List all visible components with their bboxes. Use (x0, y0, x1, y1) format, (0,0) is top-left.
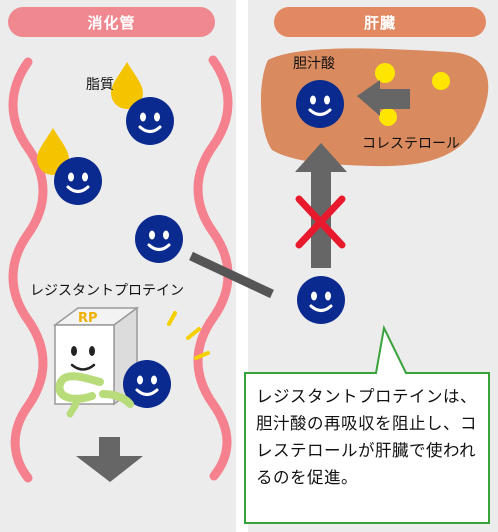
excretion-arrow-shaft (99, 437, 120, 456)
resistant-protein-box: RP (52, 306, 140, 406)
bile-acid-label: 胆汁酸 (293, 56, 335, 72)
lipid-label: 脂質 (86, 77, 114, 93)
intestine-title: 消化管 (8, 7, 215, 37)
resistant-protein-label: レジスタントプロテイン (30, 283, 184, 299)
bile-acid-molecule (295, 274, 347, 326)
excitement-rays (167, 311, 210, 360)
rp-box-arm (99, 390, 134, 408)
bile-acid-molecule (52, 155, 104, 207)
binding-connector (189, 251, 274, 299)
callout-bubble (244, 324, 490, 524)
conversion-arrow (357, 80, 410, 116)
return-arrow-head (295, 143, 347, 172)
block-cross-mark (295, 195, 346, 249)
bile-acid-molecule (294, 78, 346, 130)
cholesterol-dot (432, 72, 450, 90)
callout-text: レジスタントプロテインは、胆汁酸の再吸収を阻止し、コレステロールが肝臓で使われる… (256, 387, 477, 487)
rp-box-logo: RP (78, 311, 98, 326)
bile-acid-molecule (124, 95, 176, 147)
rp-box-leg (66, 400, 80, 418)
bile-acid-molecule (133, 213, 185, 265)
liver-title: 肝臓 (274, 7, 486, 37)
intestine-wall-left (8, 57, 48, 483)
cholesterol-dot (379, 108, 397, 126)
rp-box-arm (55, 372, 104, 403)
excretion-arrow-head (76, 456, 143, 482)
cholesterol-dot (375, 63, 395, 83)
cholesterol-label: コレステロール (362, 136, 460, 152)
